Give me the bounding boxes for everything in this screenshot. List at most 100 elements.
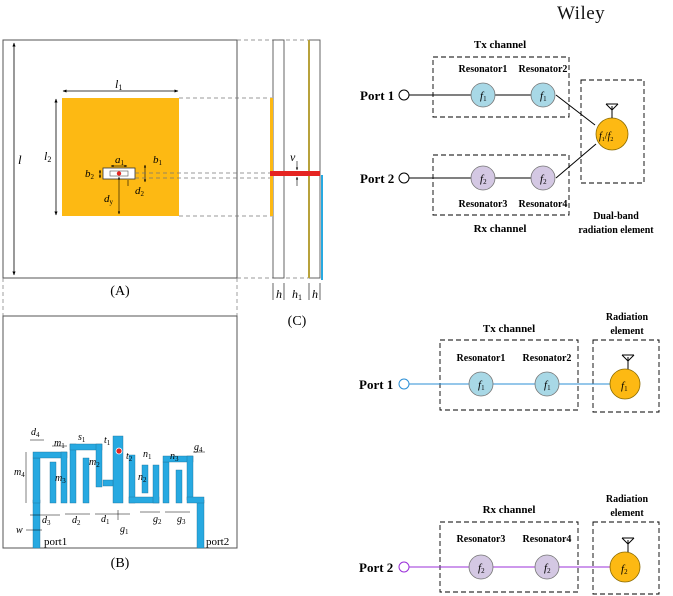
label-h1: h1 (292, 287, 302, 302)
diagram-dual-band: Tx channel Rx channel Port 1 Port 2 Reso… (360, 39, 654, 236)
resonator3 (470, 165, 496, 191)
caption-b: (B) (111, 556, 130, 571)
label-s1: s1 (78, 432, 86, 444)
label-l2: l2 (44, 149, 51, 164)
rx-radiation-box (592, 521, 660, 595)
label-m4: m4 (14, 467, 25, 479)
label-b2: b2 (85, 168, 95, 181)
port2-label: port2 (206, 536, 229, 548)
rx-channel-label: Rx channel (483, 504, 536, 516)
publisher-logo: Wiley (557, 3, 606, 24)
antenna-icon (621, 537, 635, 552)
rx-channel-label: Rx channel (474, 223, 527, 235)
caption-c: (C) (288, 314, 307, 329)
resonator1-label: Resonator1 (457, 353, 506, 364)
rx-radiation-freq: f2 (621, 563, 628, 576)
label-m2: m2 (89, 457, 100, 469)
feed-via (115, 447, 123, 455)
label-l: l (18, 152, 22, 167)
label-t2: t2 (126, 451, 133, 463)
substrate-right (308, 39, 321, 279)
tx-channel-box (439, 339, 579, 411)
label-d2: d2 (135, 185, 145, 198)
resonator2 (530, 82, 556, 108)
rx-radiation-element (609, 551, 641, 583)
resonator3-freq: f2 (478, 562, 485, 575)
resonator1-label: Resonator1 (459, 64, 508, 75)
label-g4: g4 (194, 442, 203, 454)
resonator4-freq: f2 (540, 173, 547, 186)
resonator1-freq: f1 (480, 90, 487, 103)
panel-c: v h h1 h (C) (270, 39, 323, 329)
tx-channel-label: Tx channel (483, 323, 535, 335)
feed-probe (270, 171, 320, 176)
port2-node (398, 561, 410, 573)
dual-band-element-box (580, 79, 645, 184)
port1-label: port1 (44, 536, 67, 548)
rx-radiation-label-1: Radiation (606, 494, 649, 505)
substrate-left (272, 39, 285, 279)
filter-dimension-lines (25, 439, 205, 531)
label-g2: g2 (153, 514, 162, 526)
label-v: v (290, 150, 296, 164)
resonator2-label: Resonator2 (519, 64, 568, 75)
dual-band-label-1: Dual-band (593, 211, 639, 222)
resonator1 (468, 371, 494, 397)
port2-label: Port 2 (360, 171, 394, 186)
port2-node (398, 172, 410, 184)
label-d4: d4 (31, 427, 40, 439)
label-g1: g1 (120, 524, 129, 536)
label-b1: b1 (153, 154, 163, 167)
resonator4-freq: f2 (544, 562, 551, 575)
resonator3-label: Resonator3 (459, 199, 508, 210)
patch (62, 98, 179, 216)
feed-point (116, 171, 122, 176)
resonator4-label: Resonator4 (523, 534, 572, 545)
rx-channel-box (432, 154, 570, 216)
patch-side (270, 98, 273, 216)
port1-label: Port 1 (360, 88, 394, 103)
resonator2-label: Resonator2 (523, 353, 572, 364)
tx-radiation-freq: f1 (621, 380, 628, 393)
resonator3-label: Resonator3 (457, 534, 506, 545)
panel-a: l l1 l2 a1 b1 b2 d2 dy (A) (2, 39, 238, 299)
resonator1-freq: f1 (478, 379, 485, 392)
label-t1: t1 (104, 435, 111, 447)
resonator4 (534, 554, 560, 580)
label-dy: dy (104, 193, 114, 206)
rx-channel-box (439, 521, 579, 593)
label-l1: l1 (115, 77, 122, 92)
antenna-icon (605, 103, 619, 118)
diagram-tx: Tx channel Radiation element Port 1 Reso… (359, 312, 660, 413)
dual-band-freq: f1/f2 (599, 131, 613, 143)
label-a1: a1 (115, 154, 125, 167)
port2-label: Port 2 (359, 560, 393, 575)
label-h-right: h (312, 287, 318, 301)
tx-channel-label: Tx channel (474, 39, 526, 51)
caption-a: (A) (110, 284, 130, 299)
resonator4-label: Resonator4 (519, 199, 568, 210)
tx-channel-box (432, 56, 570, 118)
tx-radiation-box (592, 339, 660, 413)
port1-node (398, 378, 410, 390)
panel-b: d4 m1 s1 t1 m2 t2 n1 n3 g4 m4 m3 n2 w d3… (2, 315, 238, 571)
port1-label: Port 1 (359, 377, 393, 392)
projection-lines (2, 39, 308, 316)
diagram-rx: Rx channel Radiation element Port 2 Reso… (359, 494, 660, 595)
resonator2-freq: f1 (544, 379, 551, 392)
resonator3 (468, 554, 494, 580)
resonator1 (470, 82, 496, 108)
rx-radiation-label-2: element (610, 508, 644, 519)
microstrip-side (321, 175, 323, 280)
label-n2: n2 (138, 472, 147, 484)
antenna-icon (621, 354, 635, 369)
label-n3: n3 (170, 451, 179, 463)
microstrip-filter (32, 435, 205, 549)
tx-radiation-label-1: Radiation (606, 312, 649, 323)
label-m1: m1 (54, 438, 65, 450)
label-d3: d3 (42, 515, 51, 527)
label-d2: d2 (72, 515, 81, 527)
resonator2 (534, 371, 560, 397)
tx-radiation-label-2: element (610, 326, 644, 337)
